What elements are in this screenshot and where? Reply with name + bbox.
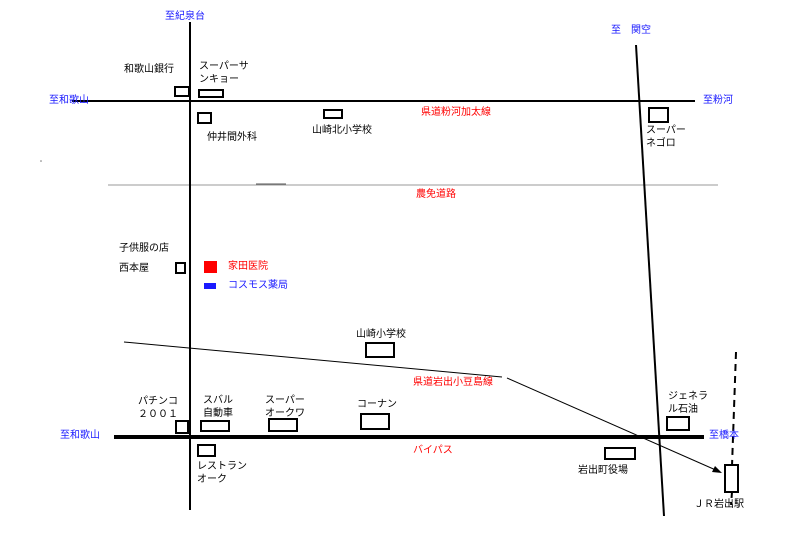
place-jr-iwade-station: ＪＲ岩出駅	[694, 499, 744, 510]
direction-kinokidai: 至紀泉台	[165, 11, 205, 22]
building-jr-iwade-station	[724, 464, 739, 493]
place-restaurant-oak: レストラン オーク	[197, 461, 247, 485]
pharmacy-marker	[204, 283, 216, 289]
place-general-oil: ジェネラ ル石油	[668, 391, 708, 415]
direction-wakayama-bottom: 至和歌山	[60, 430, 100, 441]
road-label-nohatsu: 農免道路	[416, 189, 456, 200]
building-konan	[360, 413, 390, 430]
place-wakayama-bank: 和歌山銀行	[124, 64, 174, 75]
hospital-marker	[204, 261, 217, 273]
building-yamazaki-kita-school	[323, 109, 343, 119]
place-super-okuwa: スーパー オークワ	[265, 395, 305, 419]
railway-jr-south	[730, 491, 733, 506]
place-kids-clothing: 子供服の店	[119, 243, 169, 254]
direction-kokawa: 至粉河	[703, 95, 733, 106]
building-iwade-town-office	[604, 447, 636, 460]
building-nakai-clinic	[197, 112, 212, 124]
road-label-kokawa-kada: 県道粉河加太線	[421, 107, 491, 118]
place-nakai-clinic: 仲井間外科	[207, 132, 257, 143]
building-wakayama-bank	[174, 86, 190, 97]
building-super-okuwa	[268, 418, 298, 432]
place-cosmos-pharmacy: コスモス薬局	[228, 280, 288, 291]
building-super-negoro	[648, 107, 669, 123]
place-super-sankyo: スーパーサ ンキョー	[199, 61, 249, 85]
direction-wakayama-top: 至和歌山	[49, 95, 89, 106]
railway-jr	[731, 351, 737, 467]
place-ieda-hospital: 家田医院	[228, 261, 268, 272]
place-iwade-town-office: 岩出町役場	[578, 465, 628, 476]
road-iwade-odoshima	[123, 341, 503, 378]
place-yamazaki-kita-school: 山崎北小学校	[312, 125, 372, 136]
building-restaurant-oak	[197, 444, 216, 457]
building-nishimotoya	[175, 262, 186, 274]
stray-dot	[40, 160, 42, 162]
place-nishimotoya: 西本屋	[119, 263, 149, 274]
building-yamazaki-school	[365, 342, 395, 358]
building-general-oil	[666, 416, 690, 431]
road-label-iwade-odoshima: 県道岩出小豆島線	[413, 377, 493, 388]
place-yamazaki-school: 山崎小学校	[356, 329, 406, 340]
route-arrowhead	[712, 466, 722, 473]
place-super-negoro: スーパー ネゴロ	[646, 125, 686, 149]
building-super-sankyo	[198, 89, 224, 98]
route-to-station	[506, 377, 719, 472]
place-subaru: スバル 自動車	[203, 395, 233, 419]
place-pachinko: パチンコ ２００１	[138, 396, 178, 420]
road-label-bypass: バイパス	[413, 445, 453, 456]
building-pachinko	[175, 420, 189, 434]
place-konan: コーナン	[357, 399, 397, 410]
direction-sekiya: 至 関空	[611, 25, 651, 36]
direction-hashimoto: 至橋本	[709, 430, 739, 441]
building-subaru	[200, 420, 230, 432]
